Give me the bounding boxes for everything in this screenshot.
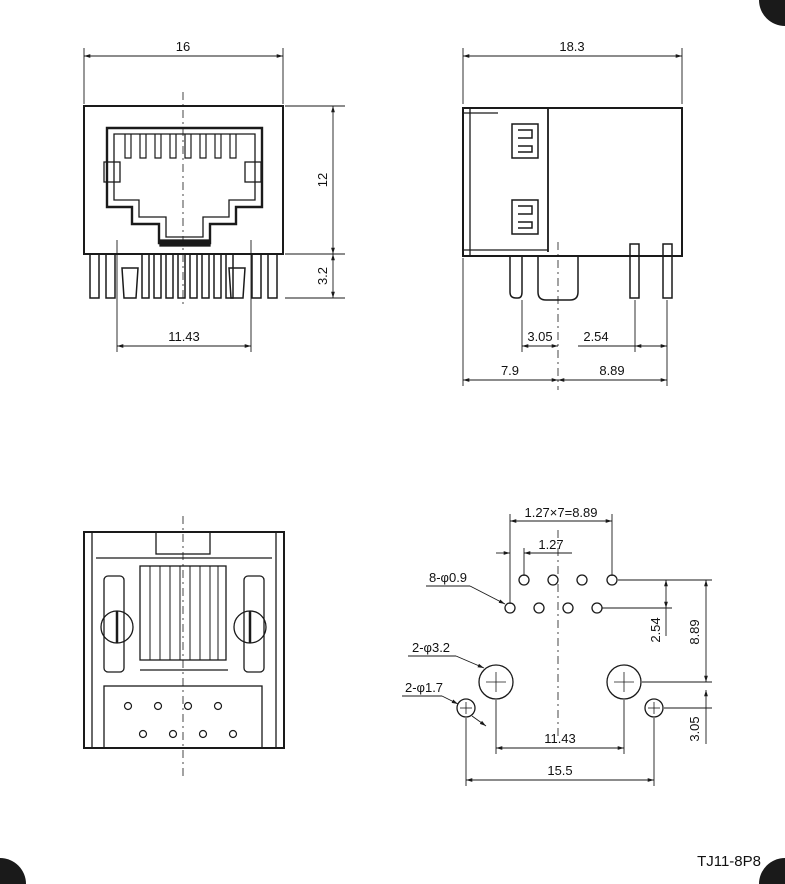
front-height-label: 12 — [315, 173, 330, 187]
mount-hole-label: 2-φ3.2 — [412, 640, 450, 655]
small-span-label: 15.5 — [547, 763, 572, 778]
side-dim-c-label: 7.9 — [501, 363, 519, 378]
pin-span-label: 11.43 — [168, 329, 200, 344]
mount-offset-label: 3.05 — [687, 716, 702, 741]
pin-length-label: 3.2 — [315, 267, 330, 285]
pcb-footprint — [402, 514, 712, 786]
side-view — [462, 48, 683, 390]
front-width-label: 16 — [176, 39, 190, 54]
row-spacing-label: 2.54 — [648, 617, 663, 642]
signal-to-mount-label: 8.89 — [687, 619, 702, 644]
bottom-view — [83, 516, 285, 776]
signal-hole-label: 8-φ0.9 — [429, 570, 467, 585]
mount-span-label: 11.43 — [544, 731, 576, 746]
front-view — [83, 48, 345, 352]
side-dim-d-label: 8.89 — [599, 363, 624, 378]
part-number: TJ11-8P8 — [697, 853, 761, 870]
pitch-total-label: 1.27×7=8.89 — [524, 505, 597, 520]
side-dim-b-label: 2.54 — [583, 329, 608, 344]
side-dim-a-label: 3.05 — [527, 329, 552, 344]
side-length-label: 18.3 — [559, 39, 584, 54]
pitch-label: 1.27 — [538, 537, 563, 552]
small-hole-label: 2-φ1.7 — [405, 680, 443, 695]
